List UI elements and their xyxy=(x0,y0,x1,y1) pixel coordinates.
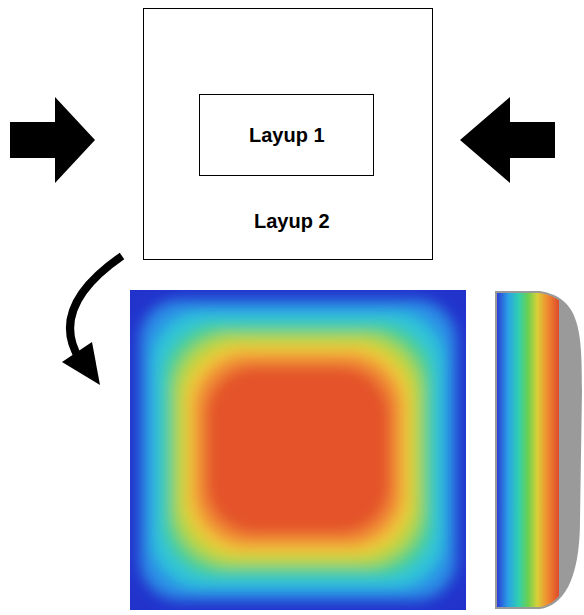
load-arrow xyxy=(10,97,95,183)
layup-label: Layup 1 xyxy=(249,123,325,147)
layup-label: Layup 2 xyxy=(254,209,330,233)
arrow-head xyxy=(62,342,100,385)
outer-layup-region: Layup 2 Layup 1 xyxy=(143,8,433,260)
load-arrow xyxy=(460,97,555,183)
inner-layup-region: Layup 1 xyxy=(199,94,374,176)
contour-plot xyxy=(130,290,466,610)
curved-arrow xyxy=(70,256,122,360)
deformed-side-view xyxy=(495,291,582,609)
